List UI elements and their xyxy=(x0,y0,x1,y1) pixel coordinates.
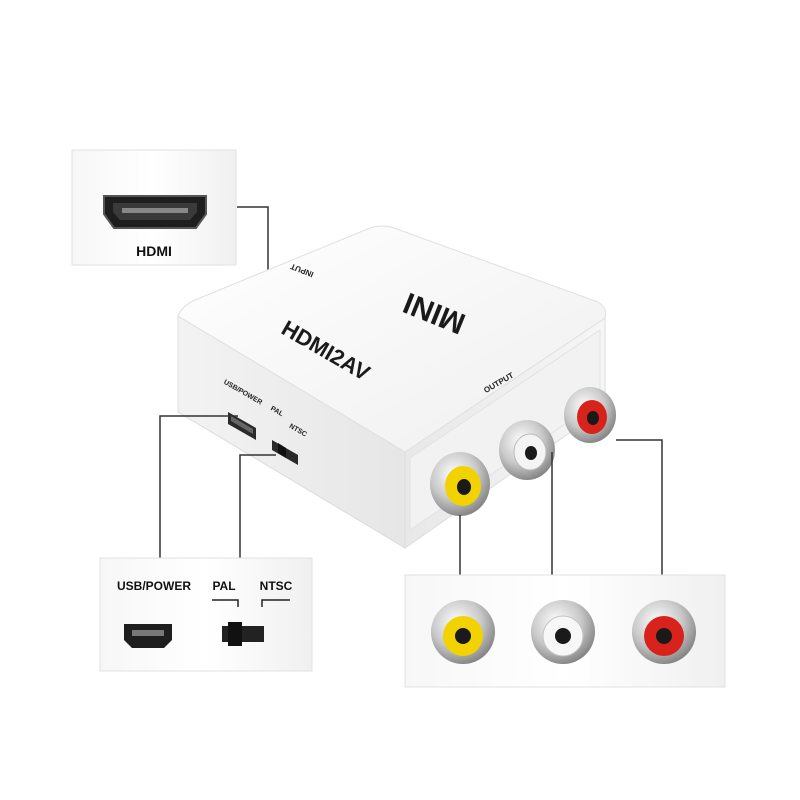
panel-pal-label: PAL xyxy=(212,579,235,593)
slide-switch-panel-icon xyxy=(222,622,264,646)
red-connector-line xyxy=(616,439,663,605)
hdmi-panel xyxy=(71,149,237,266)
hdmi-connector-line xyxy=(237,206,269,272)
hdmi-panel-label: HDMI xyxy=(136,243,172,259)
rca-yellow-icon xyxy=(431,600,495,664)
device-rca-red xyxy=(564,387,616,443)
switch-panel xyxy=(99,557,313,672)
device-rca-yellow xyxy=(430,452,490,516)
slide-switch-icon xyxy=(272,440,298,465)
converter-device xyxy=(177,225,616,549)
switch-connector-line xyxy=(239,454,276,560)
usb-connector-line xyxy=(159,415,238,560)
panel-usb-power-label: USB/POWER xyxy=(117,579,191,593)
rca-white-icon xyxy=(531,600,595,664)
panel-ntsc-label: NTSC xyxy=(260,579,293,593)
mini-usb-port-icon xyxy=(228,412,256,440)
rca-red-icon xyxy=(632,600,696,664)
hdmi-port-icon xyxy=(103,195,207,229)
device-rca-white xyxy=(499,420,555,480)
mini-usb-panel-icon xyxy=(124,624,172,648)
rca-panel xyxy=(404,574,726,688)
